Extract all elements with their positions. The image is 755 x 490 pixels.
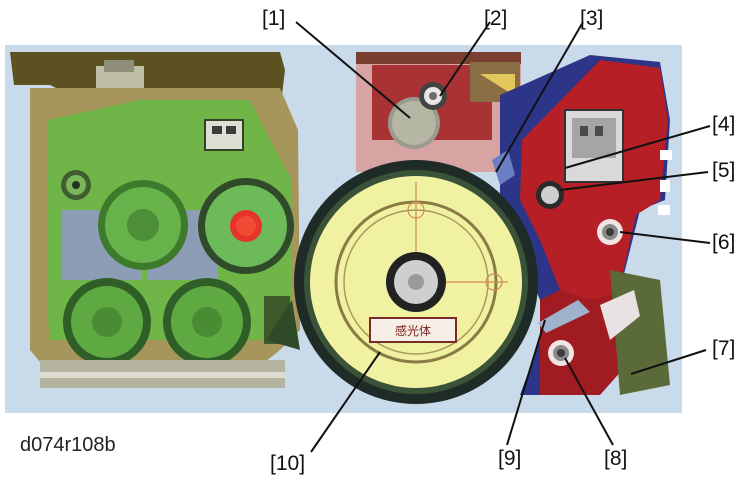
callout-2: [2]: [484, 7, 508, 30]
leader-line-10: [310, 351, 381, 453]
callout-10: [10]: [270, 452, 306, 475]
leader-line-3: [495, 21, 584, 173]
leader-line-6: [619, 231, 711, 244]
callout-9: [9]: [498, 447, 522, 470]
leader-line-2: [439, 21, 491, 97]
leader-line-5: [559, 171, 709, 191]
callout-4: [4]: [712, 113, 736, 136]
callout-8: [8]: [604, 447, 628, 470]
callout-3: [3]: [580, 7, 604, 30]
cleaning-unit: [492, 55, 672, 395]
drum-label-text: 感光体: [394, 324, 431, 338]
leader-line-7: [630, 349, 707, 375]
callout-5: [5]: [712, 159, 736, 182]
leader-line-9: [506, 319, 546, 446]
development-unit: [10, 52, 300, 388]
callout-7: [7]: [712, 337, 736, 360]
photoconductor-drum: [294, 160, 538, 404]
leader-line-8: [564, 357, 614, 446]
charge-unit: [356, 52, 521, 172]
leader-line-4: [564, 125, 711, 169]
callout-6: [6]: [712, 231, 736, 254]
leader-lines: [295, 21, 711, 453]
callout-1: [1]: [262, 7, 286, 30]
figure-id: d074r108b: [20, 434, 116, 456]
leader-line-1: [295, 21, 411, 119]
